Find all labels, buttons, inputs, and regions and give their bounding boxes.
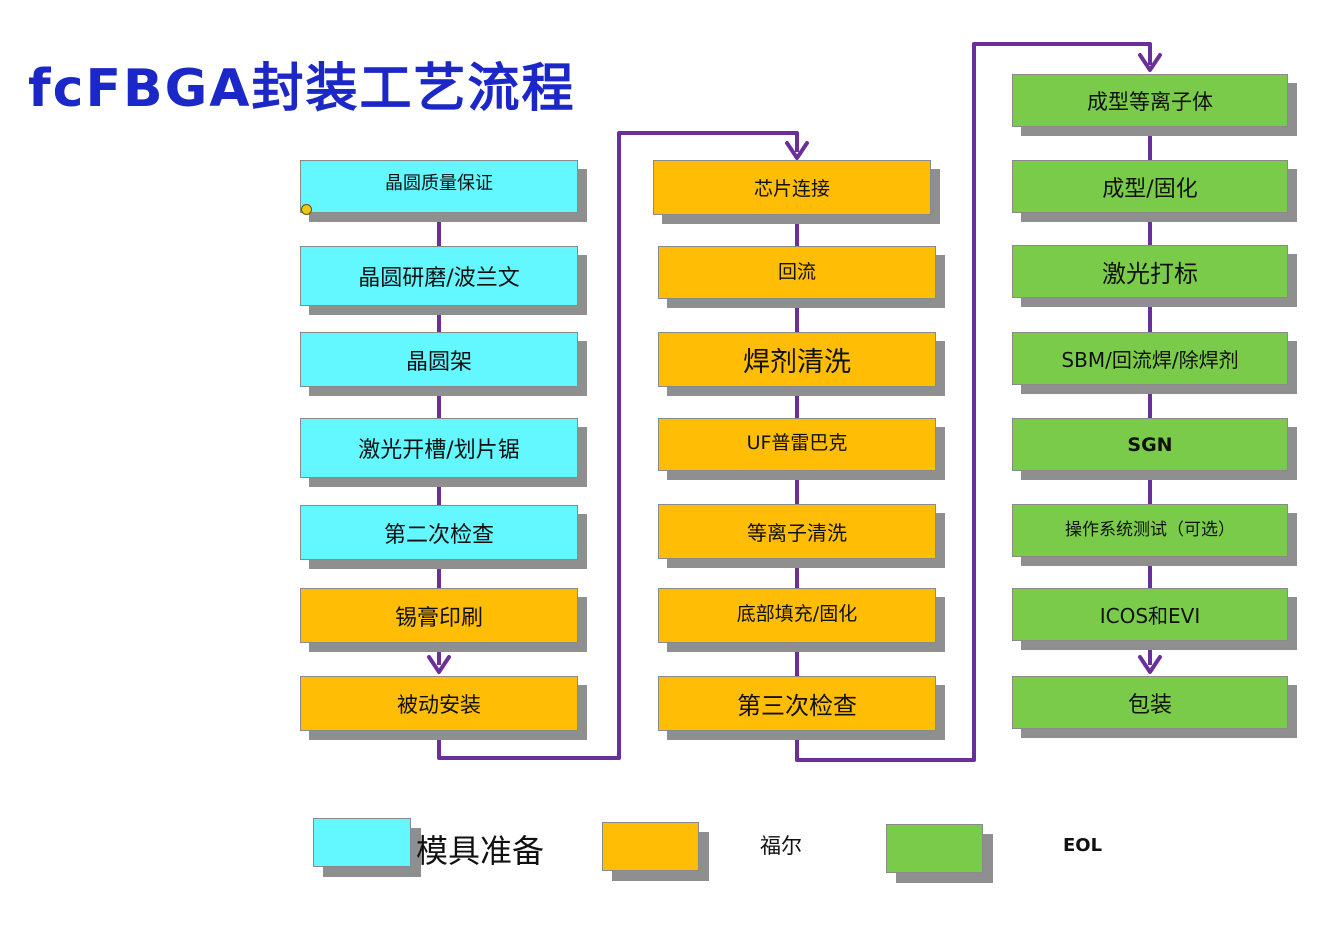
legend-label-eol: EOL: [1063, 835, 1103, 856]
step-label: 晶圆质量保证: [385, 172, 493, 194]
legend-swatch-green: [886, 824, 983, 873]
page-title: fcFBGA封装工艺流程: [28, 59, 576, 119]
step-label: 焊剂清洗: [743, 347, 851, 378]
arrowhead-col1: [427, 655, 451, 674]
step-plasma-cleaning: 等离子清洗: [658, 504, 936, 559]
arrowhead-col2-entry: [785, 141, 809, 160]
step-label: 操作系统测试（可选）: [1065, 520, 1235, 540]
arrowhead-col3-entry: [1138, 53, 1162, 72]
step-label: ICOS和EVI: [1099, 604, 1201, 628]
step-third-inspection: 第三次检查: [658, 676, 936, 731]
step-label: 芯片连接: [753, 178, 830, 200]
step-label: 回流: [777, 261, 816, 283]
step-label: 第三次检查: [737, 692, 857, 720]
legend-swatch-orange: [602, 822, 699, 871]
step-second-inspection: 第二次检查: [300, 505, 578, 560]
step-os-test-optional: 操作系统测试（可选）: [1012, 504, 1288, 557]
step-mold-plasma: 成型等离子体: [1012, 74, 1288, 127]
connector-col1-to-col2: [437, 131, 799, 760]
connector-dot: [301, 204, 312, 215]
step-sgn: SGN: [1012, 418, 1288, 471]
step-sbm-reflow-deflux: SBM/回流焊/除焊剂: [1012, 332, 1288, 385]
step-label: 成型等离子体: [1087, 89, 1213, 114]
step-mold-cure: 成型/固化: [1012, 160, 1288, 213]
step-laser-marking: 激光打标: [1012, 245, 1288, 298]
step-label: 底部填充/固化: [736, 603, 858, 625]
step-flux-cleaning: 焊剂清洗: [658, 332, 936, 387]
step-label: SBM/回流焊/除焊剂: [1061, 348, 1239, 372]
step-label: 第二次检查: [383, 522, 494, 548]
connector-col2-to-col3: [795, 42, 1152, 762]
step-underfill-cure: 底部填充/固化: [658, 588, 936, 643]
step-passive-mounting: 被动安装: [300, 676, 578, 731]
step-laser-grooving: 激光开槽/划片锯: [300, 418, 578, 478]
step-label: SGN: [1127, 433, 1173, 456]
step-wafer-quality-assurance: 晶圆质量保证: [300, 160, 578, 213]
step-label: 激光打标: [1102, 260, 1198, 288]
step-label: 锡膏印刷: [394, 605, 483, 631]
step-label: 包装: [1127, 692, 1172, 718]
step-label: 等离子清洗: [747, 521, 847, 545]
step-label: UF普雷巴克: [746, 432, 848, 454]
step-label: 成型/固化: [1102, 176, 1198, 202]
arrowhead-col3: [1138, 655, 1162, 674]
legend-label-die-prep: 模具准备: [416, 832, 545, 870]
step-wafer-frame: 晶圆架: [300, 332, 578, 387]
step-die-attach: 芯片连接: [653, 160, 931, 215]
step-label: 晶圆研磨/波兰文: [358, 266, 520, 291]
step-packing: 包装: [1012, 676, 1288, 729]
step-solder-paste-printing: 锡膏印刷: [300, 588, 578, 643]
step-reflow: 回流: [658, 246, 936, 299]
legend-label-fol: 福尔: [760, 834, 802, 858]
step-label: 激光开槽/划片锯: [358, 438, 520, 463]
step-uf-prebake: UF普雷巴克: [658, 418, 936, 471]
step-icos-evi: ICOS和EVI: [1012, 588, 1288, 641]
legend-swatch-cyan: [313, 818, 411, 867]
step-label: 被动安装: [397, 692, 481, 717]
step-label: 晶圆架: [405, 349, 472, 375]
step-wafer-grinding: 晶圆研磨/波兰文: [300, 246, 578, 306]
